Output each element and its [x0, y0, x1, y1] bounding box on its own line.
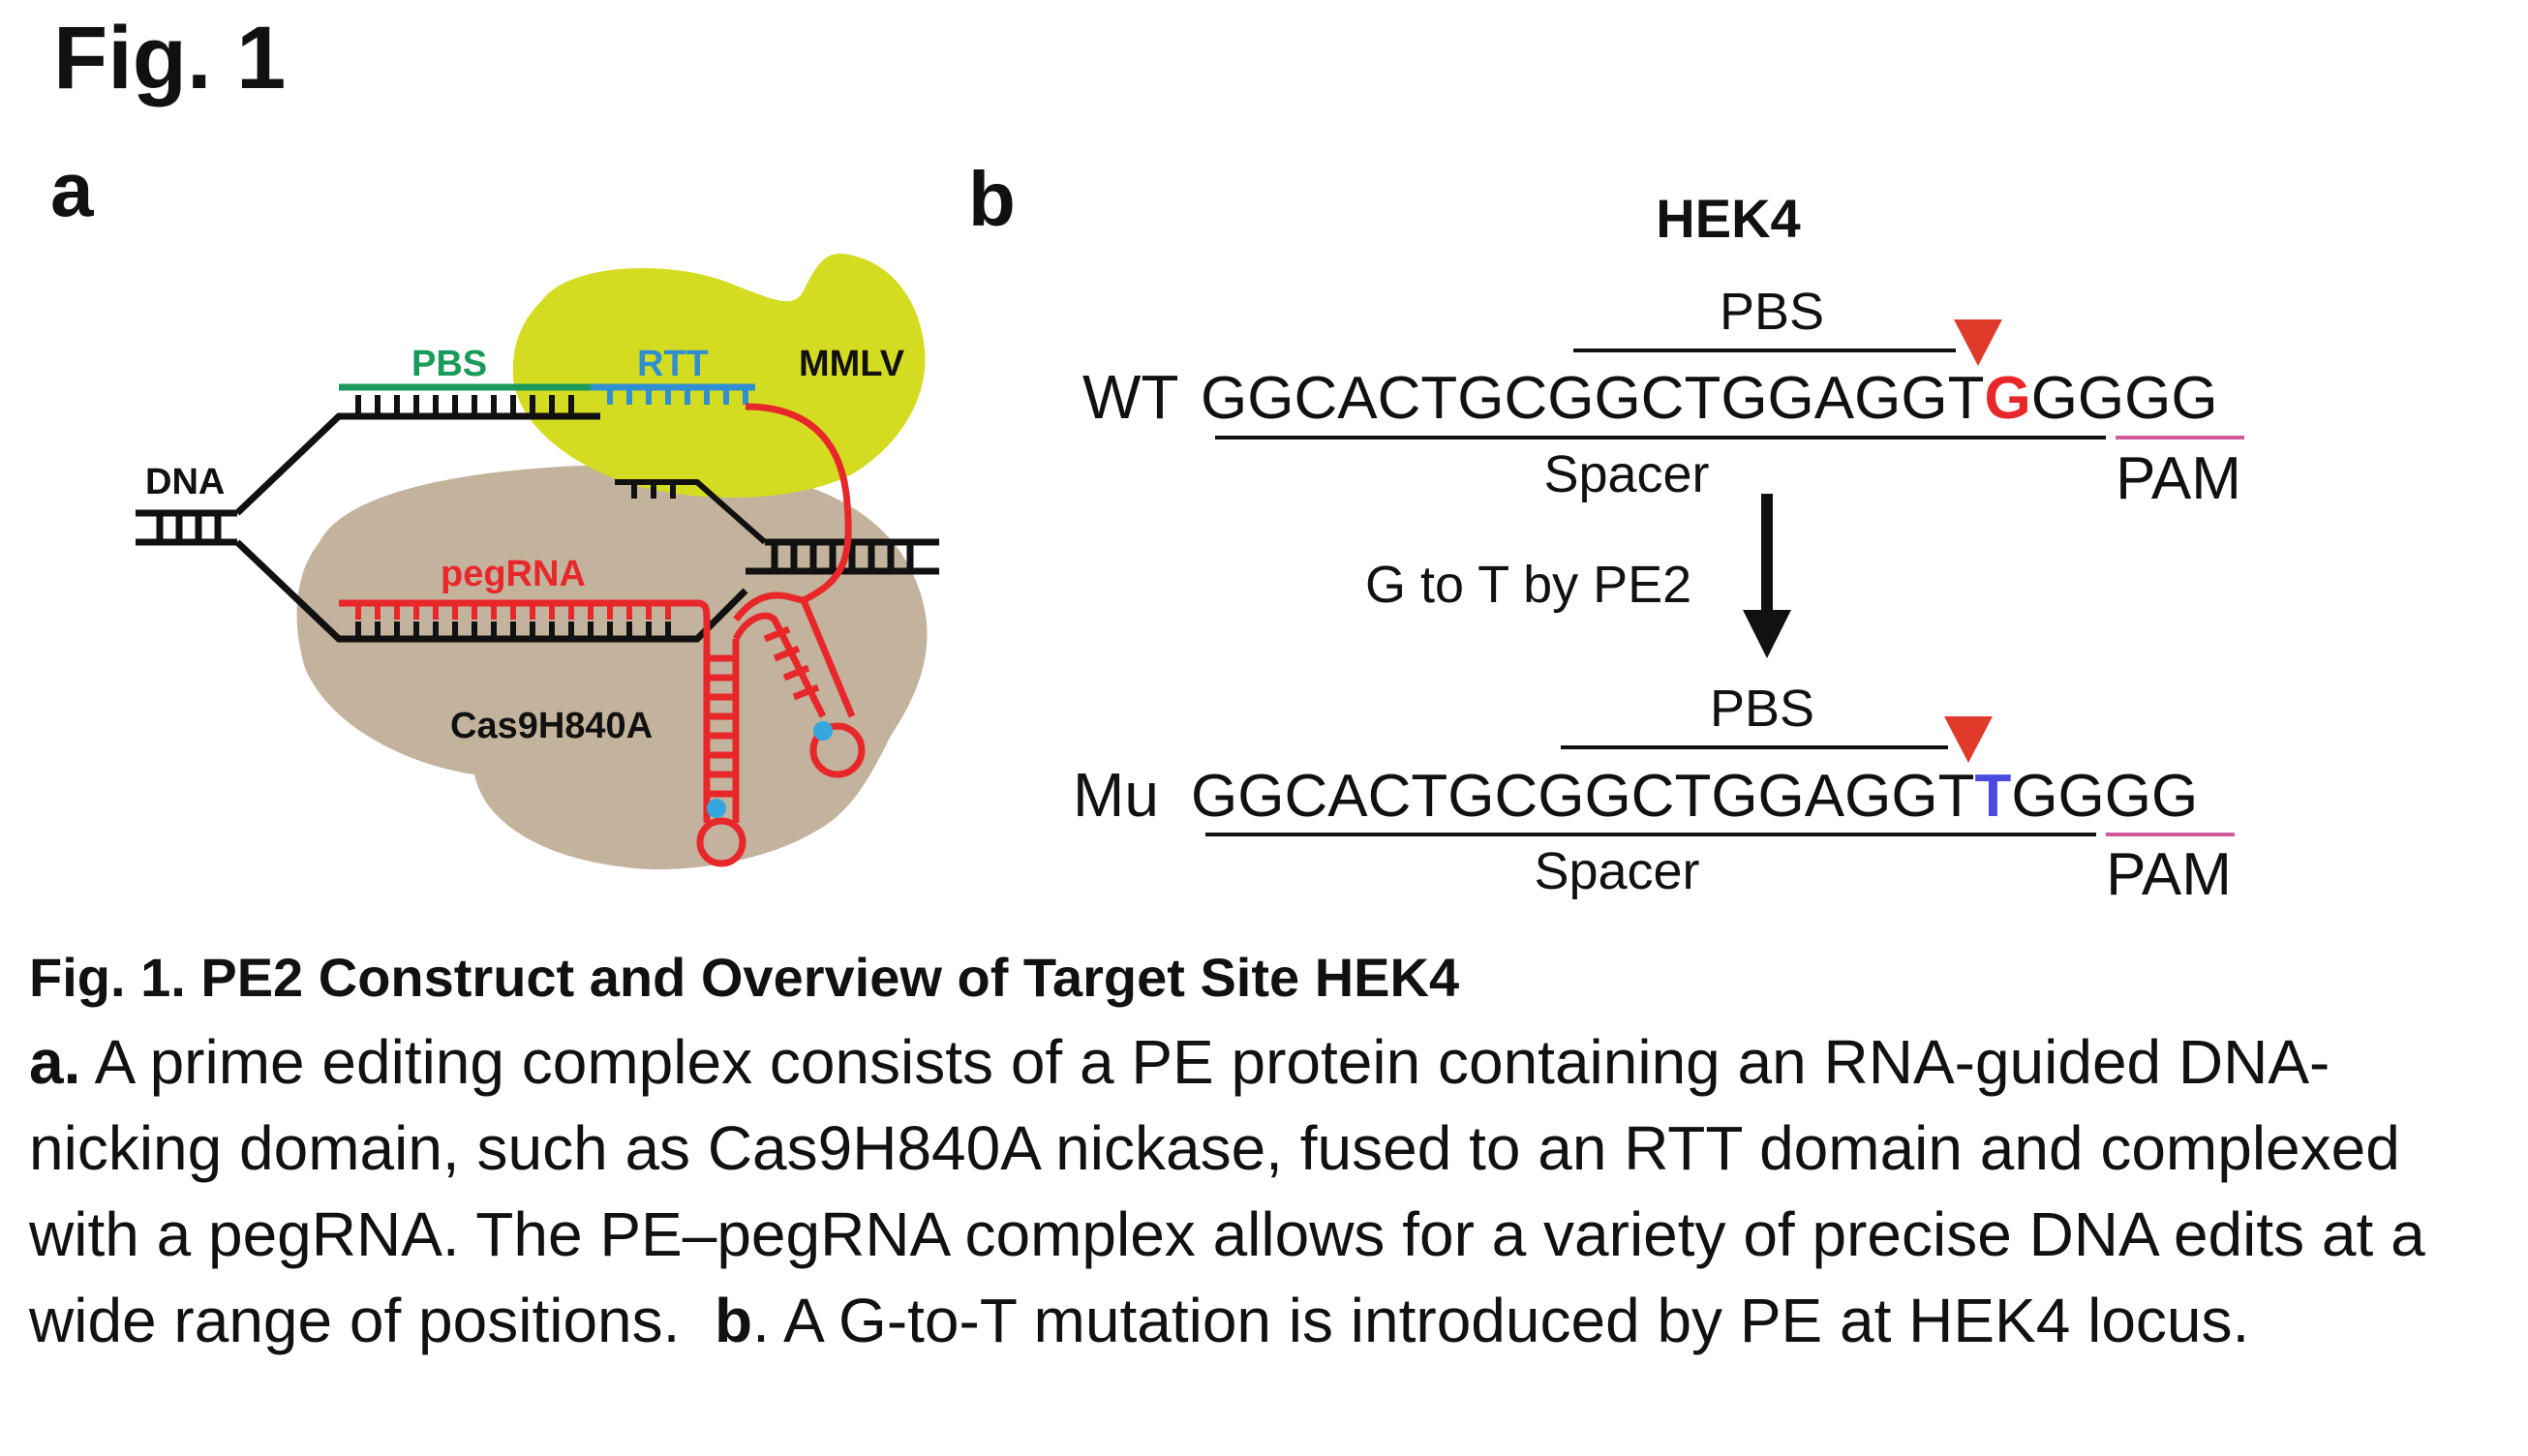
wt-label: WT [1082, 362, 1179, 432]
wt-edit-base: G [1984, 365, 2030, 432]
panel-a-letter: a [50, 146, 94, 232]
caption-b-label: b [714, 1286, 753, 1355]
dna-bottom-pairs [355, 622, 671, 637]
bulge-dot [707, 799, 726, 818]
locus-title: HEK4 [1656, 188, 1800, 249]
wt-spacer-label: Spacer [1543, 445, 1709, 503]
dna-left-duplex [136, 412, 748, 643]
mu-sequence: GGCACTGCGGCTGGAGGTTGGGG [1191, 763, 2198, 830]
wt-seq-suffix: GGGG [2031, 365, 2218, 432]
pegrna-label: pegRNA [441, 554, 586, 594]
figure-title: Fig. 1 [53, 9, 287, 107]
mu-label: Mu [1073, 760, 1159, 830]
wt-nick-marker [1954, 319, 2002, 366]
mu-nick-marker [1944, 716, 1993, 763]
caption-b-text: . A G-to-T mutation is introduced by PE … [752, 1286, 2250, 1355]
mu-seq-prefix: GGCACTGCGGCTGGAGGT [1191, 763, 1974, 830]
figure-caption: Fig. 1. PE2 Construct and Overview of Ta… [29, 944, 2517, 1364]
pegrna-pairs [355, 605, 671, 620]
conversion-label: G to T by PE2 [1365, 556, 1691, 614]
panel-b-diagram: HEK4 PBS WT GGCACTGCGGCTGGAGGTGGGGG Spac… [1073, 188, 2244, 908]
rtt-label: RTT [637, 344, 709, 384]
wt-pbs-label: PBS [1720, 283, 1824, 341]
mu-pbs-label: PBS [1710, 680, 1814, 738]
caption-a-text: A prime editing complex consists of a PE… [29, 1027, 2443, 1355]
mmlv-label: MMLV [799, 344, 905, 384]
panel-b-letter: b [968, 156, 1016, 242]
mu-pam-label: PAM [2106, 841, 2232, 908]
nicked-flap [615, 479, 767, 545]
cas9-protein-shape [296, 464, 928, 870]
pegrna-scaffold [696, 403, 866, 867]
bulge-dot [813, 721, 833, 741]
caption-title: Fig. 1. PE2 Construct and Overview of Ta… [29, 947, 1460, 1008]
wt-pam-label: PAM [2116, 445, 2241, 512]
caption-a-label: a. [29, 1027, 81, 1097]
wt-sequence: GGCACTGCGGCTGGAGGTGGGGG [1201, 365, 2218, 432]
pbs-label: PBS [411, 344, 487, 384]
mu-edit-base: T [1974, 763, 2011, 830]
top-strand-pairs [355, 395, 574, 414]
panel-a-diagram: PBS RTT MMLV DNA pegRNA Cas9H840A [136, 253, 939, 870]
conversion-arrow-head [1743, 610, 1791, 658]
rtt-ticks [607, 389, 748, 405]
mu-spacer-label: Spacer [1534, 842, 1699, 900]
mu-seq-suffix: GGGG [2011, 763, 2198, 830]
dna-label: DNA [145, 462, 225, 502]
cas9-label: Cas9H840A [450, 706, 653, 746]
wt-seq-prefix: GGCACTGCGGCTGGAGGT [1201, 365, 1984, 432]
